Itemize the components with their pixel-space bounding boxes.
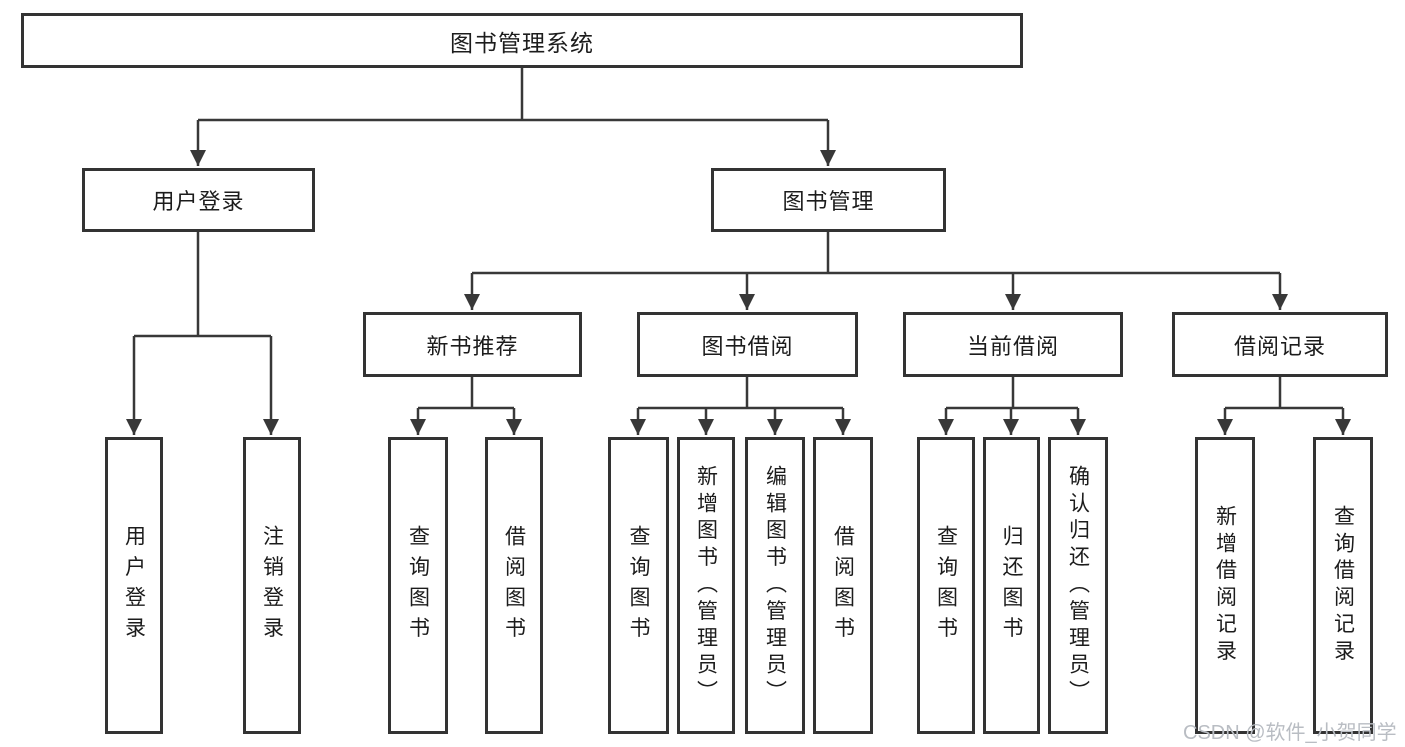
node-book-management: 图书管理 <box>711 168 946 232</box>
node-user-login: 用户登录 <box>82 168 315 232</box>
leaf-nbr-borrow-books: 借阅图书 <box>485 437 543 734</box>
leaf-bb-query-books: 查询图书 <box>608 437 669 734</box>
leaf-bb-borrow-books: 借阅图书 <box>813 437 873 734</box>
leaf-logout: 注销登录 <box>243 437 301 734</box>
leaf-bb-query-books-label: 查询图书 <box>627 524 650 647</box>
leaf-nbr-query-books: 查询图书 <box>388 437 448 734</box>
leaf-cb-query-books: 查询图书 <box>917 437 975 734</box>
leaf-br-query-record-label: 查询借阅记录 <box>1331 504 1355 667</box>
node-borrow-records: 借阅记录 <box>1172 312 1388 377</box>
leaf-br-query-record: 查询借阅记录 <box>1313 437 1373 734</box>
leaf-cb-confirm-return-admin: 确认归还（管理员） <box>1048 437 1108 734</box>
leaf-nbr-query-books-label: 查询图书 <box>406 524 430 647</box>
leaf-user-login-label: 用户登录 <box>122 524 146 647</box>
node-book-borrow: 图书借阅 <box>637 312 858 377</box>
leaf-bb-add-books-admin-label: 新增图书（管理员） <box>694 464 718 707</box>
leaf-bb-edit-books-admin-label: 编辑图书（管理员） <box>763 464 787 707</box>
leaf-cb-return-books: 归还图书 <box>983 437 1040 734</box>
leaf-cb-return-books-label: 归还图书 <box>1000 524 1023 647</box>
leaf-bb-borrow-books-label: 借阅图书 <box>831 524 855 647</box>
leaf-br-add-record: 新增借阅记录 <box>1195 437 1255 734</box>
leaf-user-login: 用户登录 <box>105 437 163 734</box>
leaf-cb-query-books-label: 查询图书 <box>934 524 958 647</box>
leaf-bb-add-books-admin: 新增图书（管理员） <box>677 437 735 734</box>
node-root: 图书管理系统 <box>21 13 1023 68</box>
leaf-bb-edit-books-admin: 编辑图书（管理员） <box>745 437 805 734</box>
csdn-watermark: CSDN @软件_小贺同学 <box>1183 722 1397 744</box>
leaf-cb-confirm-return-admin-label: 确认归还（管理员） <box>1066 464 1090 707</box>
leaf-br-add-record-label: 新增借阅记录 <box>1213 504 1237 667</box>
leaf-logout-label: 注销登录 <box>260 524 284 647</box>
node-new-book-recommend: 新书推荐 <box>363 312 582 377</box>
leaf-nbr-borrow-books-label: 借阅图书 <box>502 524 526 647</box>
node-current-borrow: 当前借阅 <box>903 312 1123 377</box>
